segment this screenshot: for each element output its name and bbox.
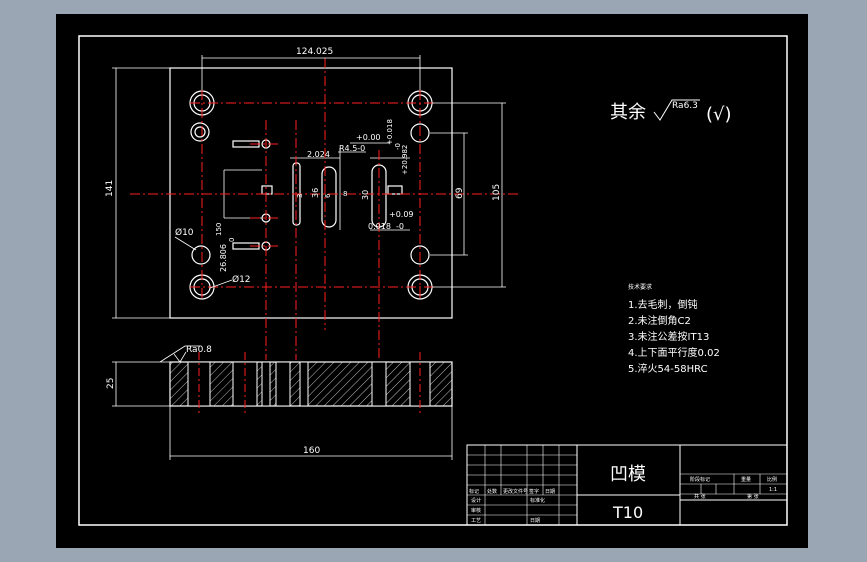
dim-26: 26.806: [219, 244, 228, 272]
dim-right-inner: 69: [455, 187, 465, 199]
surface-finish-ra: Ra6.3: [672, 101, 698, 111]
dim-tol-0018: 0.018: [368, 222, 391, 231]
dimension-lines: [112, 55, 506, 460]
dim-tol-20-982: +20.982: [401, 145, 409, 175]
tb-role2-2: 日期: [530, 518, 540, 524]
note-4: 4.上下面平行度0.02: [628, 346, 720, 359]
dim-radius: R4.5-0: [339, 144, 365, 153]
dim-dia-10: Ø10: [175, 227, 194, 238]
dim-tol-150: 150: [215, 223, 223, 236]
tb-role-1: 审核: [471, 507, 481, 514]
technical-notes: 技术要求 1.去毛刺，倒钝 2.未注倒角C2 3.未注公差按IT13 4.上下面…: [628, 283, 720, 375]
dim-dia-12: Ø12: [232, 274, 251, 285]
dim-tol-minus-0: -0: [394, 143, 402, 150]
surface-finish-label: 其余: [610, 102, 646, 123]
title-block: [466, 444, 788, 526]
notes-title: 技术要求: [628, 283, 652, 291]
note-1: 1.去毛刺，倒钝: [628, 298, 698, 311]
dim-tol-plus-018: +0.018: [386, 119, 394, 145]
section-view: [159, 345, 453, 416]
note-3: 3.未注公差按IT13: [628, 330, 709, 343]
dim-top-width: 124.025: [296, 47, 333, 57]
dim-3: 3: [296, 194, 304, 198]
tb-label-0: 标记: [469, 488, 479, 495]
note-2: 2.未注倒角C2: [628, 314, 691, 327]
tb-role-2: 工艺: [471, 518, 481, 524]
tb-ratio: 1:1: [769, 487, 777, 493]
tb-role-0: 设计: [471, 497, 481, 504]
drawing-frame: [78, 35, 788, 526]
dim-right-outer: 105: [492, 184, 502, 201]
dim-tol-0-right: 0: [228, 238, 236, 242]
dim-30: 30: [361, 190, 370, 200]
drawing-sheet: [56, 14, 808, 548]
pin-hole-right-top: [410, 123, 430, 143]
pin-hole-right-bottom: [410, 245, 430, 265]
plate-outline: [169, 67, 453, 319]
tb-role2-0: 标准化: [530, 497, 545, 504]
tb-sheet-number: 第 张: [747, 493, 759, 500]
tb-label-3: 签字: [529, 488, 539, 495]
dim-slot-8: 8: [343, 190, 347, 198]
dim-bottom-width: 160: [303, 446, 320, 456]
pin-hole-left-top: [190, 122, 210, 142]
dim-36: 36: [311, 188, 320, 198]
tb-label-2: 更改文件号: [503, 488, 528, 495]
tb-right-label-0: 阶段标记: [690, 476, 710, 483]
side-roughness: Ra0.8: [186, 345, 212, 355]
dim-side-height: 25: [106, 378, 116, 389]
dim-tol-0: -0: [396, 222, 404, 231]
centerlines: [130, 58, 520, 360]
slot-mid: [321, 166, 337, 228]
part-name: 凹模: [610, 464, 646, 485]
tb-right-label-1: 重量: [741, 476, 751, 483]
surface-finish: 其余 Ra6.3 (√): [610, 99, 732, 125]
part-material: T10: [612, 503, 643, 522]
dim-tol-plus-009: +0.09: [389, 210, 414, 219]
dim-left-height: 141: [105, 180, 115, 197]
pin-hole-left-bottom: [191, 245, 211, 265]
tb-label-1: 处数: [487, 488, 497, 495]
tb-right-label-2: 比例: [767, 476, 777, 483]
dim-6: 6: [324, 193, 332, 198]
dim-tol-plus-00: +0.00: [356, 133, 381, 142]
surface-finish-check: (√): [706, 104, 732, 125]
dim-slot-width: 2.024: [307, 150, 330, 159]
note-5: 5.淬火54-58HRC: [628, 362, 708, 375]
tb-sheet-total: 共 张: [694, 493, 706, 500]
tb-label-4: 日期: [545, 489, 555, 495]
